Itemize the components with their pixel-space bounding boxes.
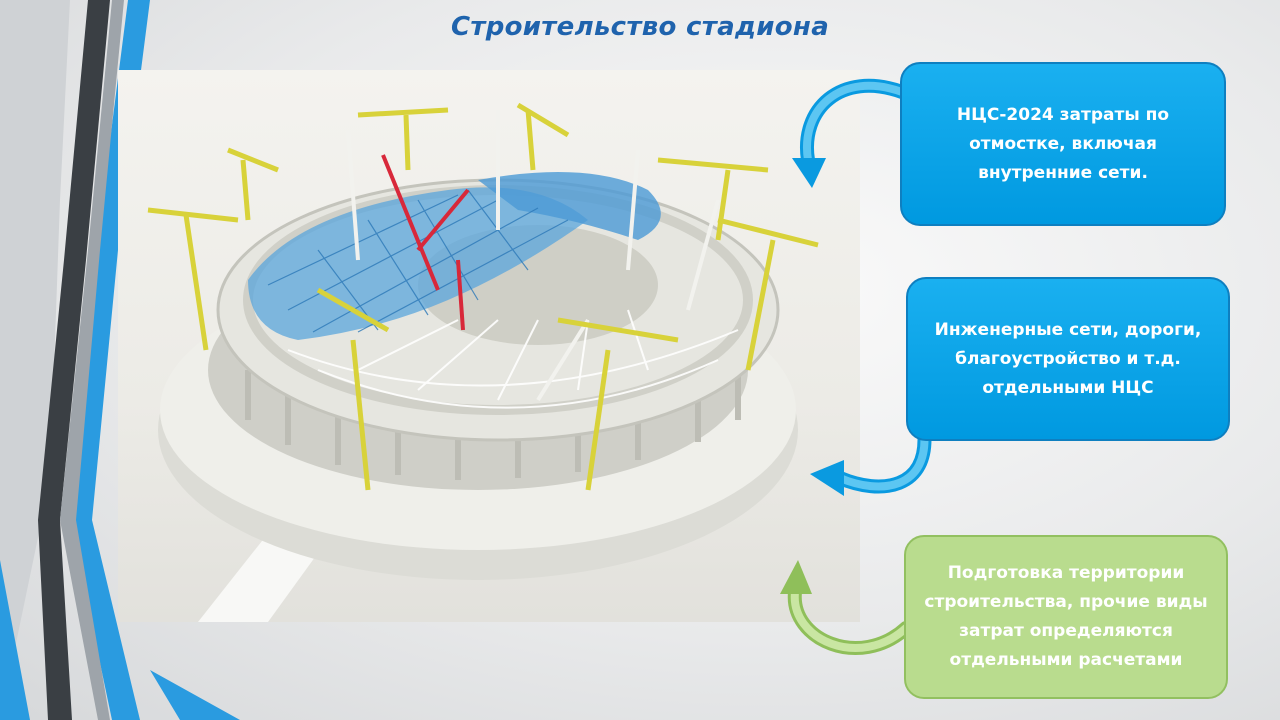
- callout-site-preparation: Подготовка территории строительства, про…: [904, 535, 1228, 699]
- callout-nts-otmostka: НЦС-2024 затраты по отмостке, включая вн…: [900, 62, 1226, 226]
- callout-engineering-networks: Инженерные сети, дороги, благоустройство…: [906, 277, 1230, 441]
- callout-text: НЦС-2024 затраты по отмостке, включая вн…: [956, 104, 1170, 183]
- callout-text: Подготовка территории строительства, про…: [924, 563, 1208, 670]
- stadium-construction-image: [118, 70, 860, 622]
- slide-title: Строительство стадиона: [450, 12, 830, 42]
- callout-text: Инженерные сети, дороги, благоустройство…: [934, 319, 1202, 398]
